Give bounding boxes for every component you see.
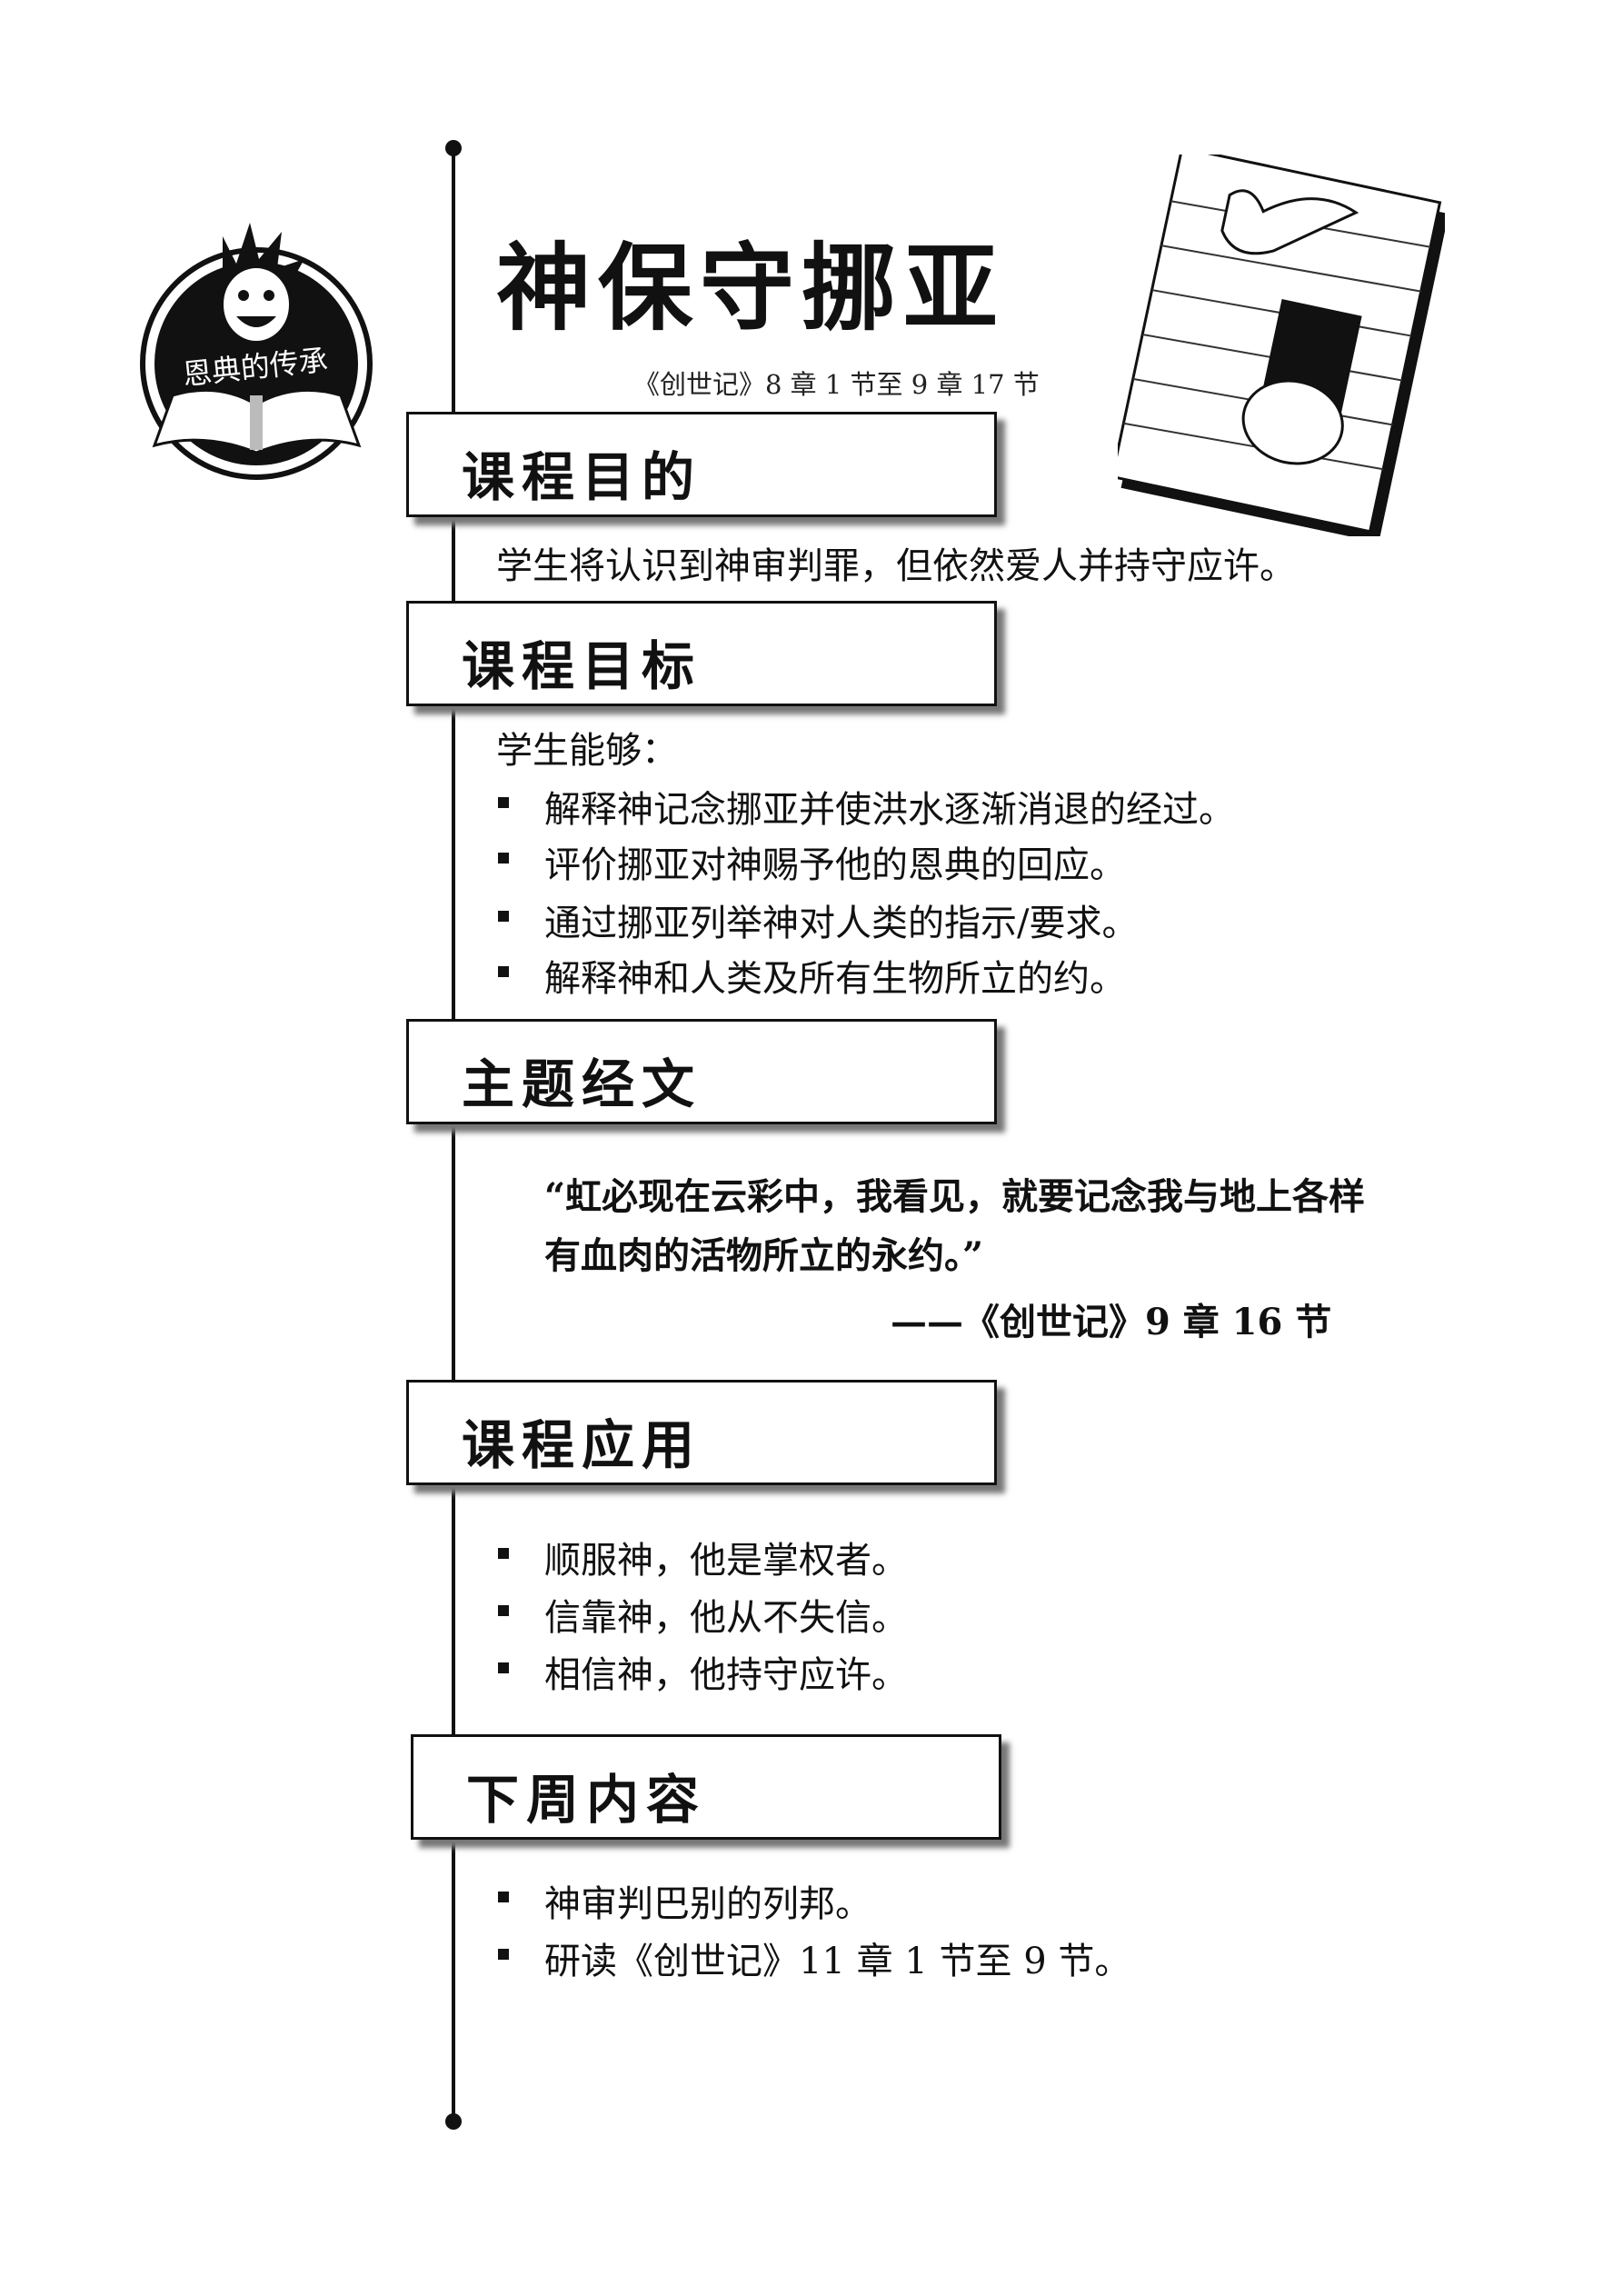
objectives-intro: 学生能够： — [496, 730, 678, 772]
logo-grace-legacy: 恩典的传承 — [140, 223, 373, 480]
section-title: 下周内容 — [466, 1769, 707, 1831]
scripture-reference: 《创世记》8 章 1 节至 9 章 17 节 — [633, 369, 1040, 400]
list-item: 解释神和人类及所有生物所立的约。 — [544, 958, 1126, 1000]
section-title: 课程目标 — [462, 635, 702, 697]
list-item: 顺服神，他是掌权者。 — [544, 1540, 908, 1582]
key-verse-line2: 有血肉的活物所立的永约。” — [544, 1234, 984, 1277]
bullet-icon — [498, 1662, 509, 1673]
list-item: 解释神记念挪亚并使洪水逐渐消退的经过。 — [544, 789, 1235, 831]
list-item: 通过挪亚列举神对人类的指示/要求。 — [544, 903, 1139, 944]
timeline-line — [452, 147, 455, 2121]
list-item: 评价挪亚对神赐予他的恩典的回应。 — [544, 844, 1126, 886]
timeline-dot-bottom — [445, 2113, 462, 2130]
bullet-icon — [498, 853, 509, 863]
section-header-next-week: 下周内容 — [411, 1734, 1001, 1840]
page-title: 神保守挪亚 — [496, 232, 1006, 344]
list-item: 信靠神，他从不失信。 — [544, 1597, 908, 1639]
section-header-objectives: 课程目标 — [406, 601, 997, 706]
list-item: 研读《创世记》11 章 1 节至 9 节。 — [544, 1941, 1131, 1982]
bullet-icon — [498, 1548, 509, 1559]
key-verse-line1: “虹必现在云彩中，我看见，就要记念我与地上各样 — [544, 1175, 1366, 1218]
section-header-key-verse: 主题经文 — [406, 1019, 997, 1124]
list-item: 神审判巴别的列邦。 — [544, 1883, 871, 1925]
section-title: 课程目的 — [462, 446, 702, 508]
bullet-icon — [498, 797, 509, 808]
bullet-icon — [498, 1892, 509, 1902]
purpose-text: 学生将认识到神审判罪，但依然爱人并持守应许。 — [496, 545, 1296, 587]
key-verse-citation: ——《创世记》9 章 16 节 — [891, 1301, 1332, 1343]
noah-dove-illustration — [1118, 155, 1445, 536]
bullet-icon — [498, 1605, 509, 1616]
list-item: 相信神，他持守应许。 — [544, 1654, 908, 1696]
section-title: 主题经文 — [462, 1053, 702, 1115]
section-title: 课程应用 — [462, 1414, 702, 1476]
section-header-purpose: 课程目的 — [406, 412, 997, 517]
section-header-application: 课程应用 — [406, 1380, 997, 1485]
bullet-icon — [498, 1949, 509, 1960]
bullet-icon — [498, 911, 509, 922]
timeline-dot-top — [445, 140, 462, 156]
bullet-icon — [498, 966, 509, 977]
